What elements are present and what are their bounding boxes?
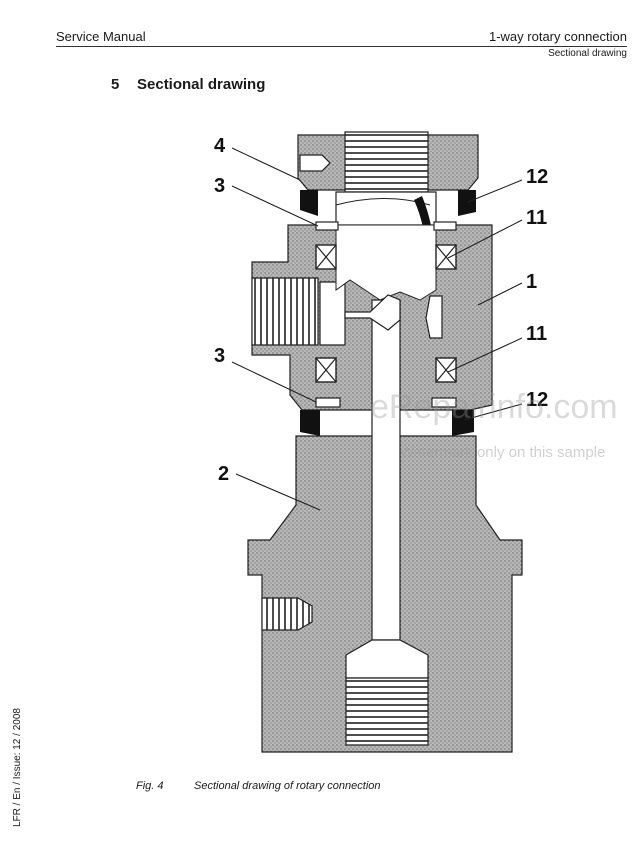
leader-12-bottom — [463, 403, 523, 421]
watermark-brand: eRepairinfo.com — [370, 388, 618, 426]
header-rule — [56, 46, 627, 47]
seal-12-bottom-left — [300, 410, 320, 436]
figure-caption-label: Fig. 4 — [136, 780, 164, 792]
leader-2 — [235, 473, 321, 511]
seal-12-top-left — [300, 190, 318, 216]
top-nut-pin — [299, 154, 331, 172]
oring-3-top-right — [433, 221, 457, 231]
callout-12-bottom: 12 — [526, 389, 548, 411]
side-port-thread — [251, 277, 319, 346]
header-topic: 1-way rotary connection — [488, 29, 627, 44]
leader-11-bottom — [447, 337, 523, 373]
leader-1 — [477, 282, 523, 306]
top-thread-bore — [344, 131, 429, 193]
right-plug — [425, 295, 443, 339]
callout-2: 2 — [218, 463, 229, 485]
oring-3-bottom-right — [431, 397, 457, 408]
oring-3-top-left — [315, 221, 339, 231]
callout-12-top: 12 — [526, 166, 548, 188]
leader-4 — [231, 147, 301, 181]
seal-12-bottom-right — [452, 410, 474, 436]
seal-12-top-right — [458, 190, 476, 216]
channel-arrow — [344, 294, 401, 331]
section-title: Sectional drawing — [137, 76, 266, 93]
callout-3-bottom: 3 — [214, 345, 225, 367]
callout-3-top: 3 — [214, 175, 225, 197]
watermark-note: Watermark only on this sample — [400, 444, 606, 461]
header-manual-title: Service Manual — [56, 29, 146, 44]
figure-caption-text: Sectional drawing of rotary connection — [194, 780, 381, 792]
callout-11-top: 11 — [526, 207, 547, 229]
side-screw — [261, 597, 313, 631]
issue-sidebar: LFR / En / Issue: 12 / 2008 — [12, 708, 23, 827]
callout-11-bottom: 11 — [526, 323, 547, 345]
callout-1: 1 — [526, 271, 537, 293]
section-number: 5 — [111, 76, 120, 93]
callout-4: 4 — [214, 135, 226, 157]
leader-12-top — [467, 179, 523, 203]
leader-11-top — [447, 219, 523, 259]
leader-3-bottom — [231, 361, 317, 403]
center-channel — [371, 299, 401, 641]
header-subtopic: Sectional drawing — [548, 48, 627, 59]
bottom-thread — [345, 677, 429, 746]
oring-3-bottom-left — [315, 397, 341, 408]
side-port-plug — [319, 281, 346, 346]
leader-3-top — [231, 185, 319, 227]
